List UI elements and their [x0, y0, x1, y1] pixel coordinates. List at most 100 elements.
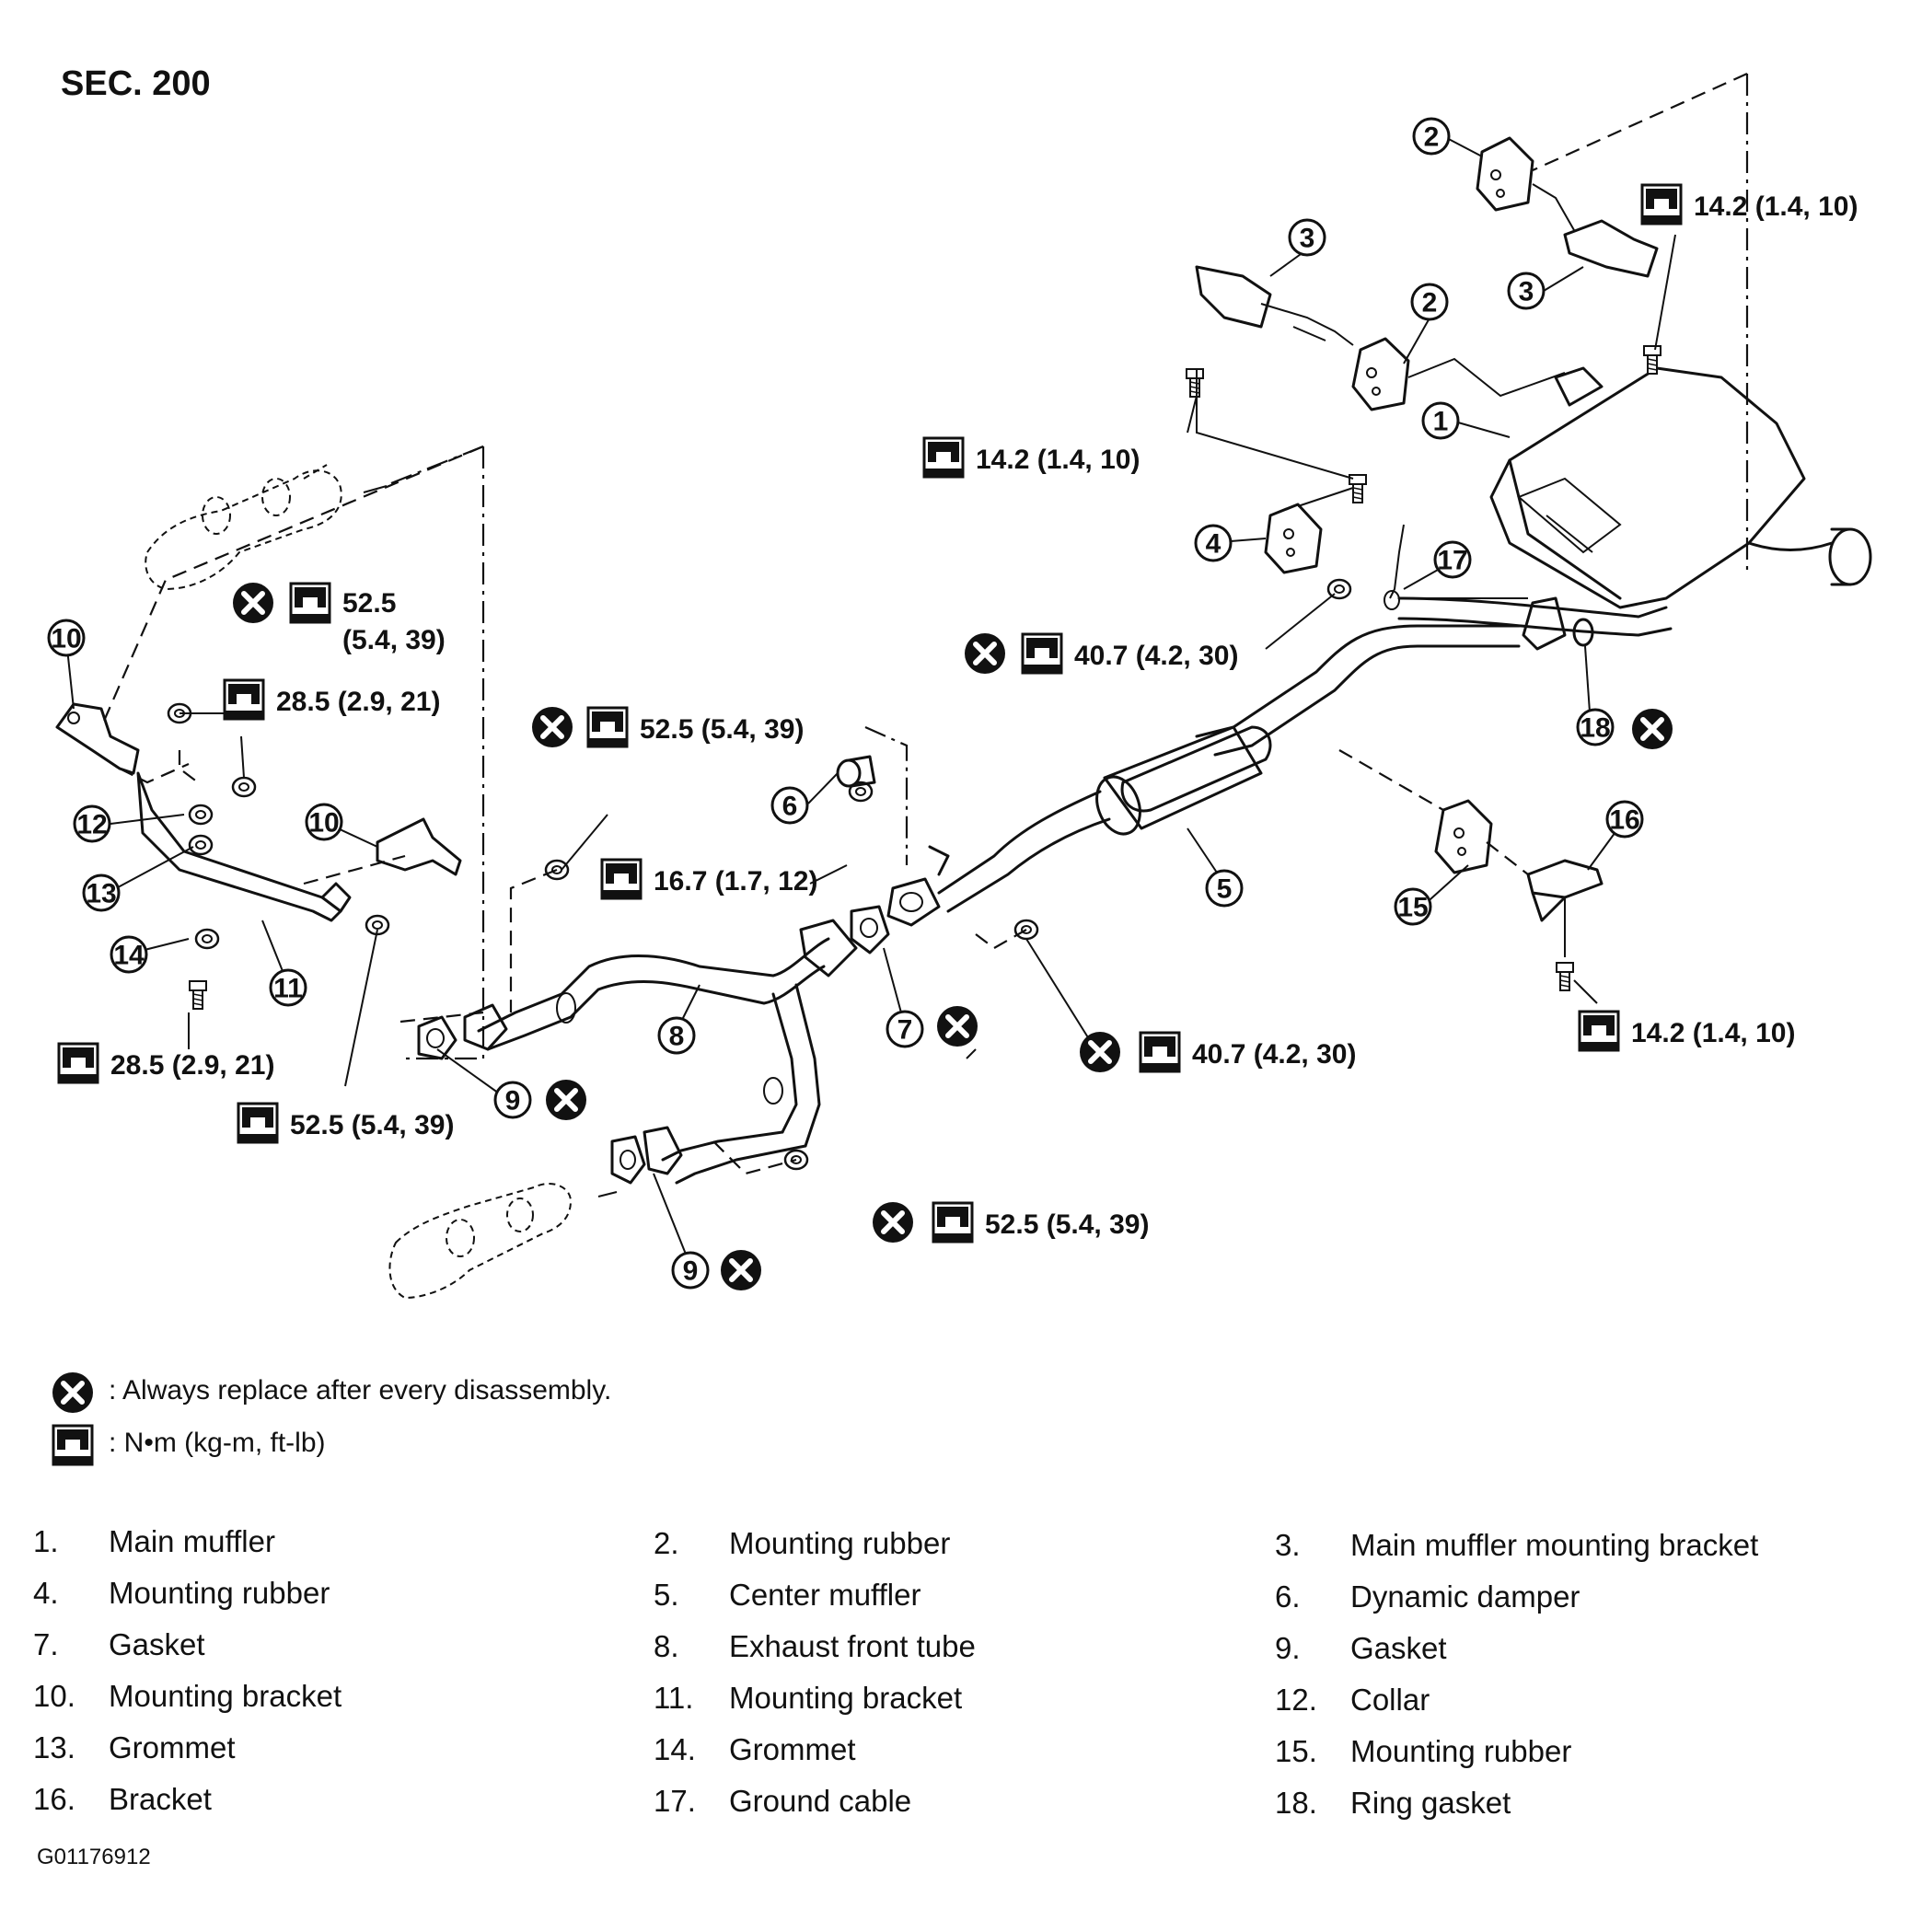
exhaust-diagram: 1 2 2 3 3 4 5 6 7 8 9 9 10 10 11 12 13 1…: [47, 72, 1872, 1300]
list-item: 12.Collar: [1275, 1683, 1430, 1717]
figure-code: G01176912: [37, 1845, 151, 1869]
main-muffler-mounting-bracket-upper: [1195, 265, 1354, 346]
section-title: SEC. 200: [61, 64, 211, 103]
list-item: 8.Exhaust front tube: [654, 1629, 976, 1663]
rear-flange: [1522, 596, 1567, 651]
wrench-icon: [52, 1424, 94, 1466]
callout-9-lower: 9: [671, 1251, 710, 1290]
torque-label: 28.5 (2.9, 21): [110, 1050, 274, 1081]
torque-label: 14.2 (1.4, 10): [976, 445, 1140, 475]
dynamic-damper: [836, 755, 876, 788]
callout-7: 7: [886, 1010, 924, 1048]
callout-3-left: 3: [1288, 218, 1326, 257]
list-item: 13.Grommet: [33, 1730, 236, 1764]
callout-15: 15: [1394, 887, 1432, 926]
stud-lower: [597, 1191, 618, 1197]
list-item: 6.Dynamic damper: [1275, 1579, 1580, 1614]
callout-3-right: 3: [1507, 272, 1546, 310]
list-item: 1.Main muffler: [33, 1524, 275, 1558]
replace-icons: [233, 583, 1673, 1290]
gasket-lower: [610, 1126, 683, 1185]
ring-gasket: [1572, 618, 1594, 647]
svg-text:9: 9: [505, 1086, 521, 1116]
callout-18: 18: [1576, 708, 1615, 746]
callout-10-lower: 10: [305, 803, 343, 841]
svg-text:10: 10: [308, 808, 339, 839]
svg-text:9: 9: [683, 1256, 699, 1287]
list-item: 10.Mounting bracket: [33, 1679, 342, 1713]
callout-1: 1: [1421, 401, 1460, 440]
svg-text:2: 2: [1422, 288, 1438, 318]
torque-labels: 14.2 (1.4, 10) 14.2 (1.4, 10) 40.7 (4.2,…: [110, 191, 1858, 1240]
torque-label: 40.7 (4.2, 30): [1192, 1039, 1356, 1070]
legend-replace: : Always replace after every disassembly…: [109, 1375, 612, 1406]
svg-text:6: 6: [782, 792, 798, 822]
callout-10-upper: 10: [47, 619, 86, 657]
wrench-icon: [223, 678, 265, 721]
x-circle-icon: [233, 583, 273, 623]
main-muffler: [1489, 366, 1872, 609]
exhaust-manifold-ghost: [145, 464, 573, 1300]
svg-text:7: 7: [897, 1015, 913, 1046]
svg-text:5: 5: [1217, 874, 1233, 905]
mounting-rubber-15: [1434, 799, 1493, 874]
wrench-icon: [1021, 632, 1063, 675]
x-circle-icon: [546, 1080, 586, 1120]
torque-label: 14.2 (1.4, 10): [1631, 1018, 1795, 1048]
torque-label: (5.4, 39): [342, 625, 446, 655]
wrench-icon: [932, 1201, 974, 1244]
svg-text:18: 18: [1580, 713, 1610, 744]
svg-text:3: 3: [1300, 224, 1315, 254]
callout-2-mid: 2: [1410, 283, 1449, 321]
wrench-icon: [1578, 1010, 1620, 1052]
callout-11: 11: [269, 968, 307, 1007]
gasket-7: [850, 905, 890, 954]
wrench-icon: [1640, 183, 1683, 226]
list-item: 16.Bracket: [33, 1782, 212, 1816]
list-item: 14.Grommet: [654, 1732, 856, 1766]
list-item: 3.Main muffler mounting bracket: [1275, 1528, 1759, 1562]
guide-lines: [99, 72, 1749, 1175]
stud-upper: [363, 485, 388, 493]
wrench-icon: [600, 858, 643, 900]
list-item: 18.Ring gasket: [1275, 1786, 1511, 1820]
mounting-rubber-4: [1264, 503, 1323, 574]
callout-2-top: 2: [1412, 117, 1451, 156]
torque-label: 52.5 (5.4, 39): [985, 1209, 1149, 1240]
torque-label: 52.5 (5.4, 39): [290, 1110, 454, 1140]
callout-6: 6: [770, 786, 809, 825]
svg-text:8: 8: [669, 1022, 685, 1052]
svg-text:16: 16: [1609, 805, 1639, 836]
x-circle-icon: [1632, 709, 1673, 749]
svg-text:15: 15: [1397, 893, 1428, 923]
bracket-16: [1526, 859, 1604, 922]
list-item: 4.Mounting rubber: [33, 1576, 330, 1610]
svg-text:17: 17: [1437, 546, 1467, 576]
x-circle-icon: [52, 1372, 93, 1413]
list-item: 5.Center muffler: [654, 1578, 921, 1612]
svg-text:14: 14: [113, 941, 145, 971]
callout-17: 17: [1433, 540, 1472, 579]
wrench-icon: [289, 582, 331, 624]
gasket-upper: [417, 1003, 508, 1060]
svg-text:11: 11: [273, 974, 303, 1004]
list-item: 15.Mounting rubber: [1275, 1734, 1572, 1768]
torque-label: 52.5 (5.4, 39): [640, 714, 804, 745]
callout-13: 13: [82, 873, 121, 912]
mounting-rubber-2-mid: [1351, 337, 1410, 411]
svg-text:3: 3: [1519, 277, 1534, 307]
list-item: 2.Mounting rubber: [654, 1526, 951, 1560]
mounting-rubber-2-top: [1476, 136, 1534, 212]
list-item: 9.Gasket: [1275, 1631, 1447, 1665]
wrench-icon: [586, 706, 629, 748]
callout-14: 14: [110, 935, 148, 974]
center-tube-flange: [886, 845, 950, 927]
center-muffler: [937, 624, 1521, 913]
torque-label: 16.7 (1.7, 12): [654, 866, 817, 897]
mounting-bracket-10-lower: [376, 817, 462, 876]
list-item: 17.Ground cable: [654, 1784, 912, 1818]
svg-text:13: 13: [86, 879, 116, 909]
callout-9-upper: 9: [493, 1081, 532, 1119]
exhaust-front-tube: [477, 919, 858, 1185]
x-circle-icon: [532, 707, 573, 747]
